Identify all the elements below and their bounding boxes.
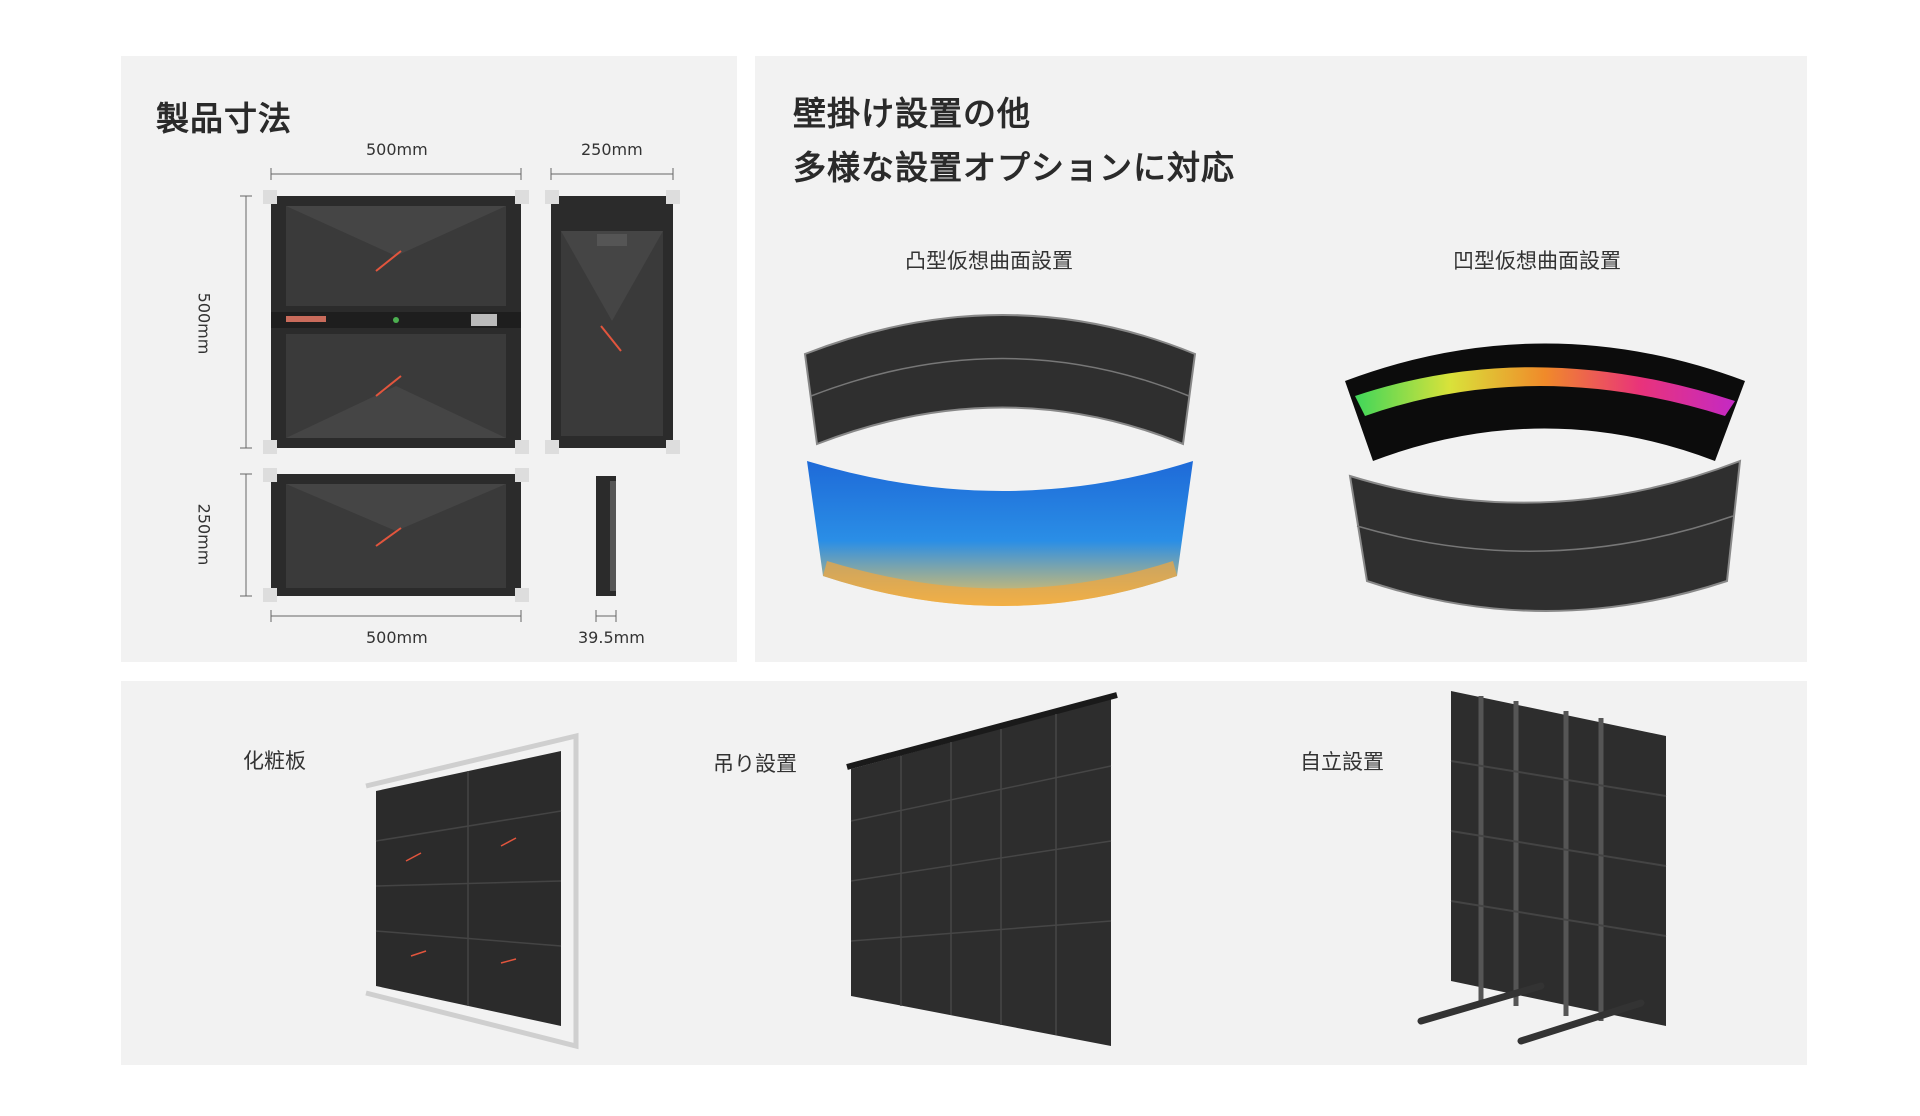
- options-title: 壁掛け設置の他 多様な設置オプションに対応: [793, 87, 1235, 195]
- options-title-line2: 多様な設置オプションに対応: [793, 148, 1235, 187]
- cabinet-half-view: [263, 468, 529, 602]
- convex-label: 凸型仮想曲面設置: [905, 249, 1073, 273]
- cosmetic-label: 化粧板: [243, 749, 306, 773]
- curve-illustrations: [803, 314, 1745, 612]
- cabinet-front-view: [263, 190, 529, 454]
- installs-panel: 化粧板 吊り設置 自立設置: [121, 681, 1807, 1065]
- cabinet-profile-view: [596, 476, 616, 596]
- thickness-label: 39.5mm: [578, 628, 645, 647]
- width-bottom-label: 500mm: [366, 628, 428, 647]
- install-illustrations: [365, 691, 1667, 1050]
- cosmetic-panel-illustration: [365, 732, 579, 1050]
- depth-top-label: 250mm: [581, 140, 643, 159]
- concave-front-screen: [1345, 343, 1745, 461]
- concave-back-screen: [1348, 459, 1742, 612]
- convex-back-screen: [803, 314, 1197, 446]
- cabinet-side-view: [545, 190, 680, 454]
- standing-label: 自立設置: [1300, 750, 1384, 774]
- hanging-label: 吊り設置: [713, 752, 797, 776]
- options-title-line1: 壁掛け設置の他: [793, 94, 1031, 133]
- dimension-drawing: [240, 168, 680, 622]
- concave-label: 凹型仮想曲面設置: [1453, 249, 1621, 273]
- width-top-label: 500mm: [366, 140, 428, 159]
- standing-install-illustration: [1417, 691, 1667, 1045]
- hanging-install-illustration: [846, 692, 1118, 1046]
- convex-front-screen: [807, 461, 1193, 606]
- dimensions-title: 製品寸法: [156, 99, 292, 138]
- dimensions-panel: 製品寸法 500mm 250mm 500mm 250mm 500mm 39.5m…: [121, 56, 737, 662]
- options-panel: 壁掛け設置の他 多様な設置オプションに対応 凸型仮想曲面設置 凹型仮想曲面設置: [755, 56, 1807, 662]
